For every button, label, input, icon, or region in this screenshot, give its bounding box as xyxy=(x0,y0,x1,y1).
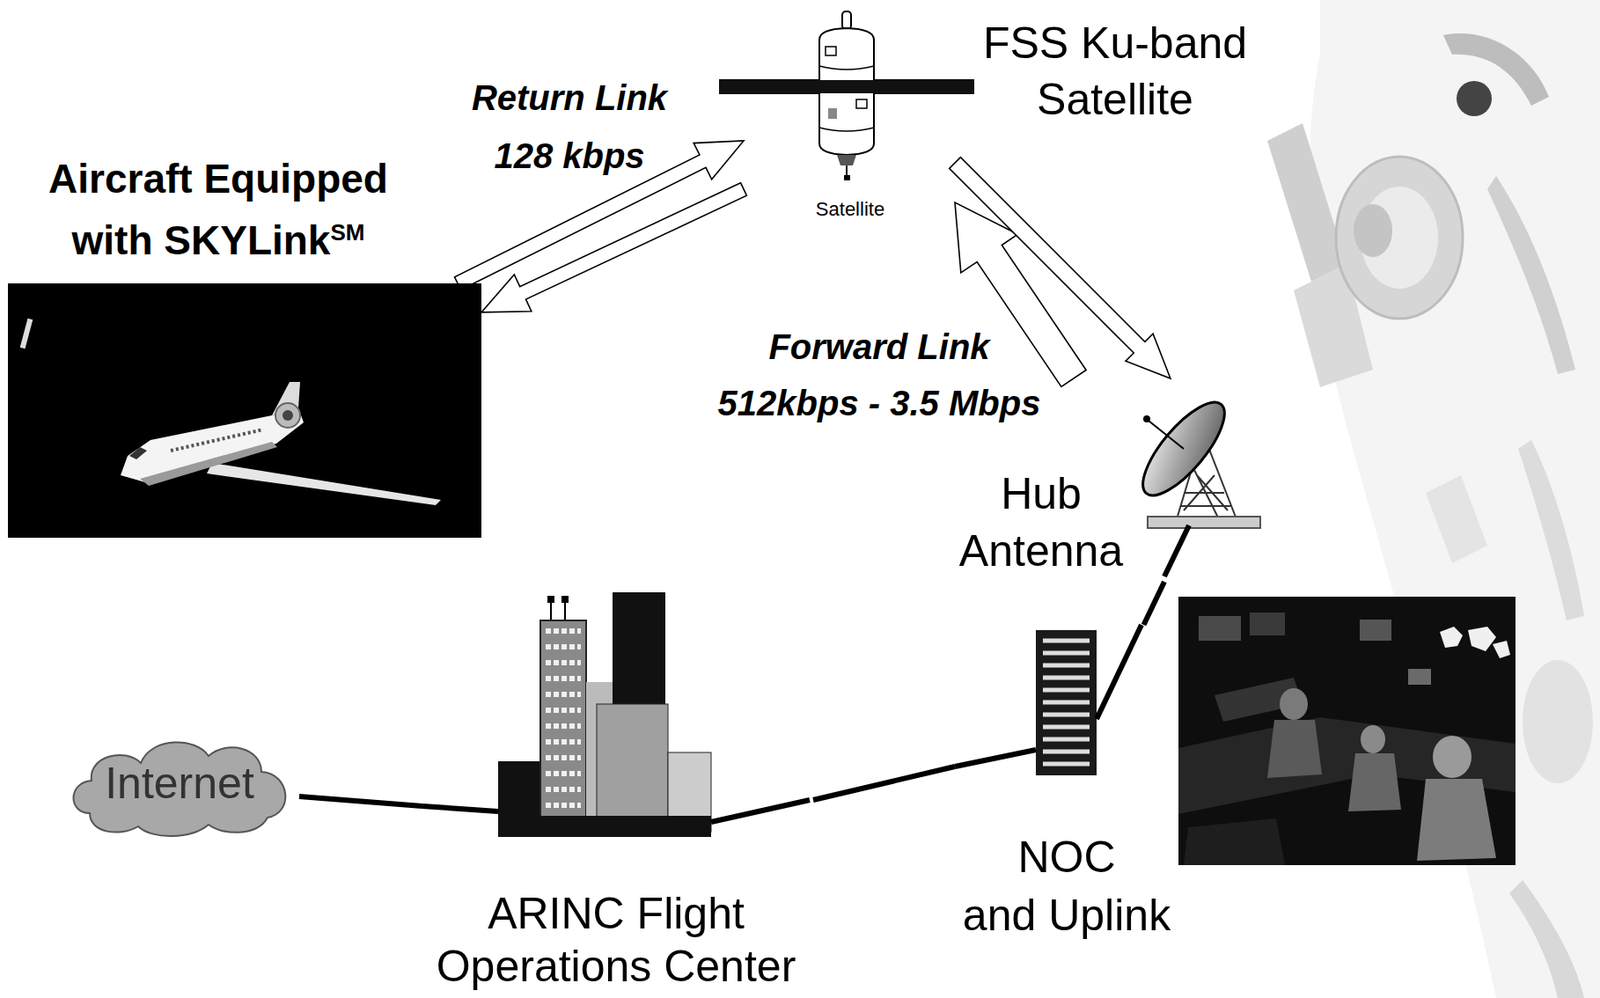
node-label: Satellite xyxy=(815,198,885,221)
node-label: Hub Antenna xyxy=(959,469,1123,576)
link-arrow xyxy=(949,157,1171,379)
node-label: Aircraft Equipped with SKYLink xyxy=(48,155,389,264)
satellite-node-drawing xyxy=(743,4,955,225)
link-label: Forward Link 512kbps - 3.5 Mbps xyxy=(694,318,1065,432)
operations-building: ARINC Flight Operations Center xyxy=(422,585,814,993)
aircraft-photo-drawing xyxy=(7,283,482,538)
operations-building-drawing xyxy=(422,585,810,993)
link-arrow xyxy=(481,183,747,313)
node-label: Internet xyxy=(104,758,255,808)
network-line xyxy=(1144,581,1165,625)
node-text-block: FSS Ku-band Satellite xyxy=(965,14,1265,128)
node-text-block: Internet xyxy=(63,756,296,810)
link-label: Return Link 128 kbps xyxy=(437,68,702,185)
network-line xyxy=(299,796,423,807)
node-text-block: Hub Antenna xyxy=(935,465,1147,580)
node-label: ARINC Flight Operations Center xyxy=(436,888,797,991)
node-text-block: ARINC Flight Operations Center xyxy=(422,887,810,993)
hub-antenna-drawing xyxy=(928,378,1268,577)
aircraft-photo: Aircraft Equipped with SKYLinkSM xyxy=(7,283,482,538)
node-text-block: NOC and Uplink xyxy=(956,828,1177,945)
node-label: FSS Ku-band Satellite xyxy=(983,18,1248,125)
noc-rack-drawing xyxy=(954,624,1178,947)
node-text-block: Satellite xyxy=(797,198,903,221)
node-label: NOC and Uplink xyxy=(962,832,1171,940)
hub-antenna: Hub Antenna xyxy=(928,378,1268,582)
control-room-photo xyxy=(1178,596,1516,866)
node-text-block: Aircraft Equipped with SKYLinkSM xyxy=(24,147,412,272)
noc-rack: NOC and Uplink xyxy=(954,624,1181,947)
internet-cloud: Internet xyxy=(63,729,300,837)
network-line xyxy=(813,766,955,800)
satellite-node: FSS Ku-band SatelliteSatellite xyxy=(743,4,955,225)
service-mark: SM xyxy=(330,219,365,246)
internet-cloud-drawing xyxy=(63,729,296,837)
